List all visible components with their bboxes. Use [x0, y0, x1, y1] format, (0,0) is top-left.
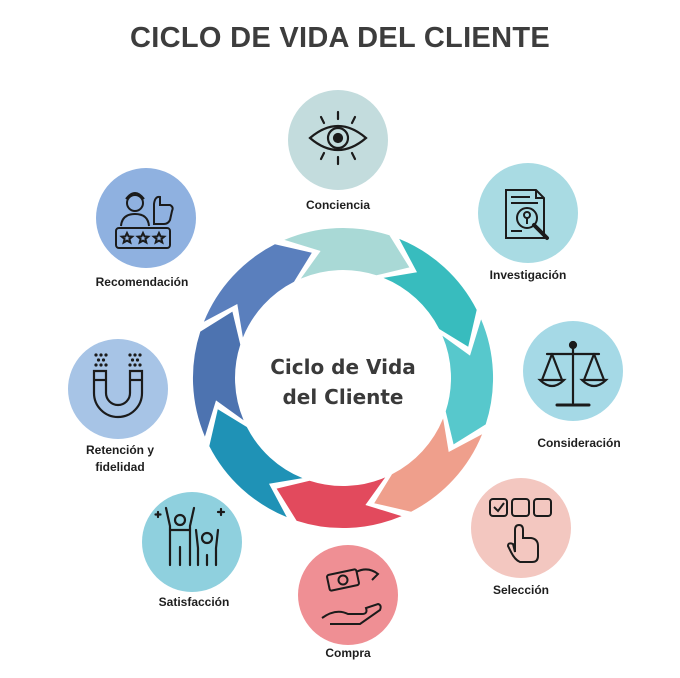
stage-consideracion-label: Consideración	[537, 436, 620, 450]
stage-conciencia[interactable]: Conciencia	[288, 90, 388, 212]
stage-satisfaccion-circle	[142, 492, 242, 592]
stage-seleccion-label: Selección	[493, 583, 549, 597]
ring-arrow-investigacion	[383, 238, 477, 347]
stage-recomendacion-label: Recomendación	[96, 275, 189, 289]
stage-satisfaccion[interactable]: Satisfacción	[142, 492, 242, 609]
ring-arrow-consideracion	[442, 319, 494, 445]
stage-retencion-label-line1: Retención y	[86, 443, 154, 457]
ring-arrow-conciencia	[284, 227, 410, 279]
stage-consideracion[interactable]: Consideración	[523, 321, 623, 450]
stage-compra[interactable]: Compra	[298, 545, 398, 660]
stage-compra-circle	[298, 545, 398, 645]
eye-icon	[308, 110, 368, 166]
magnet-icon	[92, 353, 144, 419]
scales-icon	[537, 340, 609, 407]
stage-retencion[interactable]: Retención y fidelidad	[68, 339, 168, 474]
stage-investigacion-label: Investigación	[490, 268, 567, 282]
ring-arrow-satisfaccion	[209, 409, 303, 518]
ring-arrow-seleccion	[374, 418, 483, 512]
stage-retencion-label-line2: fidelidad	[95, 460, 144, 474]
checkbox-pointer-icon	[489, 498, 552, 563]
stage-satisfaccion-label: Satisfacción	[159, 595, 230, 609]
ring-arrow-compra	[276, 477, 402, 529]
ring-arrow-retencion	[192, 311, 244, 437]
stage-compra-label: Compra	[325, 646, 371, 660]
money-hand-icon	[321, 568, 382, 625]
stage-investigacion[interactable]: Investigación	[478, 163, 578, 282]
stage-seleccion[interactable]: Selección	[471, 478, 571, 597]
stage-retencion-circle	[68, 339, 168, 439]
cycle-ring	[192, 227, 494, 529]
celebrating-people-icon	[154, 506, 226, 567]
page-title: CICLO DE VIDA DEL CLIENTE	[130, 22, 550, 54]
reviewer-thumbs-up-icon	[115, 192, 174, 249]
ring-arrow-recomendacion	[203, 244, 312, 338]
center-title-line1: Ciclo de Vida	[270, 355, 416, 379]
document-magnifier-icon	[505, 189, 549, 240]
stage-recomendacion[interactable]: Recomendación	[96, 168, 196, 289]
stage-conciencia-label: Conciencia	[306, 198, 370, 212]
center-title-line2: del Cliente	[282, 385, 403, 409]
